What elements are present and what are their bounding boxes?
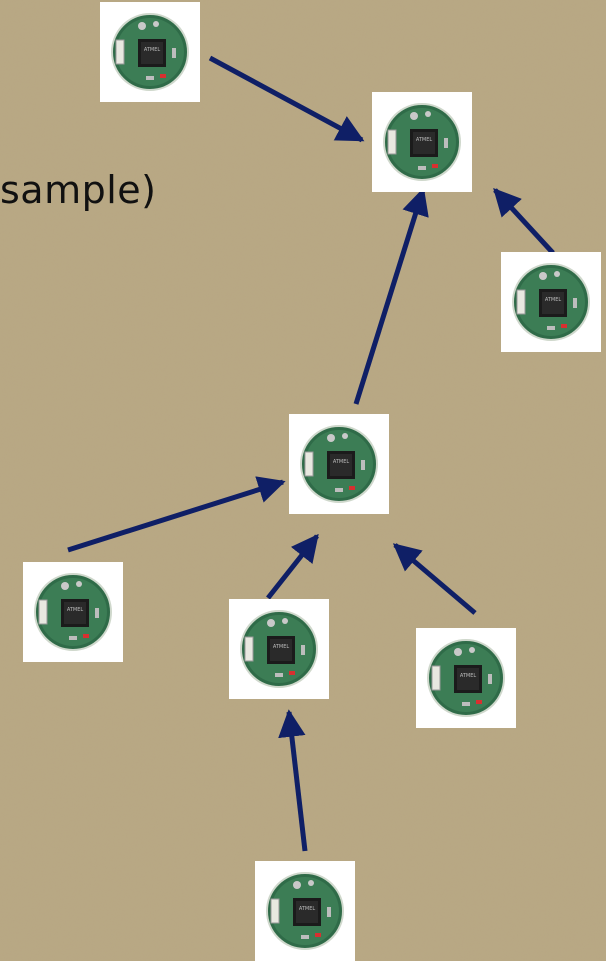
mote-top-left-sensor-mote-board-icon xyxy=(99,1,201,103)
mote-root-sensor-mote-board-icon xyxy=(371,91,473,193)
nodes-layer xyxy=(22,1,602,961)
mote-center-right-sensor-mote-board-icon xyxy=(415,627,517,729)
arrow-mote-bottom-to-mote-center xyxy=(278,709,308,852)
mote-center-sensor-mote-board-icon xyxy=(228,598,330,700)
arrow-mote-left-to-mote-middle xyxy=(67,476,286,553)
mote-bottom-sensor-mote-board-icon xyxy=(254,860,356,961)
mote-middle-sensor-mote-board-icon xyxy=(288,413,390,515)
slide-caption: sample) xyxy=(0,168,157,212)
mote-right-sensor-mote-board-icon xyxy=(500,251,602,353)
arrow-mote-right-to-mote-root xyxy=(493,187,555,255)
arrow-mote-center-to-mote-middle xyxy=(266,533,319,600)
arrow-mote-middle-to-mote-root xyxy=(353,187,429,405)
mote-left-sensor-mote-board-icon xyxy=(22,561,124,663)
arrow-mote-top-left-to-mote-root xyxy=(208,55,365,143)
edges-layer xyxy=(67,55,555,852)
arrow-mote-center-right-to-mote-middle xyxy=(392,543,477,615)
